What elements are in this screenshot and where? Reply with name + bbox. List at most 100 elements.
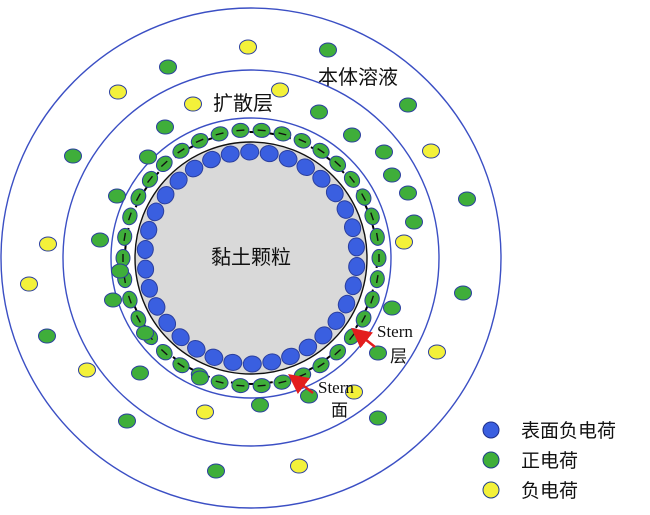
diffuse-layer-ring [62, 69, 440, 447]
stern-plane-dash [334, 160, 342, 168]
surface-negative-charge [140, 278, 158, 298]
stern-plane-arrow [288, 373, 314, 395]
negative-charge [20, 276, 38, 292]
negative-charge [290, 458, 308, 474]
positive-charge [369, 410, 387, 426]
stern-plane-dash [177, 362, 185, 368]
bulk-solution-ring [0, 7, 502, 509]
surface-negative-charge [156, 186, 175, 205]
stern-plane-dash [348, 175, 356, 183]
surface-negative-charge [348, 257, 366, 276]
negative-charge [184, 96, 202, 112]
surface-negative-charge [347, 237, 365, 257]
positive-charge [454, 285, 472, 301]
surface-negative-charge [136, 240, 154, 259]
clay-particle [134, 141, 368, 375]
positive-charge [108, 188, 126, 204]
legend-label-positive: 正电荷 [521, 450, 578, 472]
negative-charge [39, 236, 57, 252]
negative-charge [422, 143, 440, 159]
negative-charge [78, 362, 96, 378]
stern-plane-dash [177, 148, 185, 154]
surface-negative-charge [204, 348, 224, 366]
negative-charge [239, 39, 257, 55]
surface-negative-charge [146, 202, 165, 222]
surface-negative-charge [296, 158, 315, 176]
surface-negative-charge [344, 218, 362, 238]
diffuse-layer-label: 扩散层 [213, 91, 273, 115]
positive-charge [383, 300, 401, 316]
stern-plane-label-line1: Stern [318, 378, 354, 397]
stern-plane-dash [146, 175, 154, 183]
stern-plane-dash [257, 384, 266, 387]
negative-charge [271, 82, 289, 98]
stern-plane-dash [361, 315, 367, 323]
surface-negative-charge [298, 338, 318, 357]
positive-charge [343, 127, 361, 143]
stern-plane-dash [317, 362, 325, 368]
surface-negative-charge [184, 159, 204, 178]
positive-charge [375, 144, 393, 160]
surface-negative-charge [158, 313, 177, 333]
positive-charge [399, 97, 417, 113]
positive-charge [207, 463, 225, 479]
stern-plane-dash [195, 138, 204, 144]
positive-charge [131, 365, 149, 381]
surface-negative-charge [259, 145, 279, 163]
surface-negative-charge [337, 294, 356, 314]
surface-negative-charge [169, 171, 188, 190]
stern-plane-dash [375, 232, 379, 241]
blue-circle-icon [482, 421, 500, 439]
yellow-circle-icon [482, 481, 500, 499]
surface-negative-charge [137, 259, 155, 279]
stern-plane-dash [278, 132, 287, 136]
stern-plane-dash [135, 315, 141, 323]
legend: 表面负电荷 正电荷 负电荷 [482, 420, 616, 502]
positive-charge [136, 325, 154, 341]
positive-charge [310, 104, 328, 120]
surface-negative-charge [314, 326, 333, 345]
surface-negative-charge [327, 311, 346, 330]
positive-charge [319, 42, 337, 58]
stern-plane-dash [278, 380, 287, 384]
surface-negative-charge [242, 355, 262, 373]
positive-charge [383, 167, 401, 183]
stern-plane-dash [370, 212, 375, 221]
surface-negative-charge [312, 169, 331, 188]
positive-charge [458, 191, 476, 207]
surface-negative-charge [147, 297, 166, 316]
positive-charge [104, 292, 122, 308]
stern-plane-dash [317, 148, 325, 154]
positive-charge [118, 413, 136, 429]
stern-plane-dash [257, 129, 266, 132]
stern-plane-dash [361, 193, 367, 201]
surface-negative-charge [220, 145, 240, 163]
positive-charge [156, 119, 174, 135]
particle-label: 黏土颗粒 [211, 245, 291, 269]
stern-plane-dash [370, 295, 375, 304]
positive-charge [64, 148, 82, 164]
stern-plane-dash [298, 138, 307, 144]
stern-plane-dash [236, 384, 245, 387]
positive-charge [91, 232, 109, 248]
stern-plane-dash [160, 160, 168, 168]
surface-negative-charge [278, 150, 298, 168]
surface-negative-charge [187, 340, 206, 358]
stern-plane-dash [160, 348, 168, 356]
stern-plane-dash [334, 348, 342, 356]
positive-charge [38, 328, 56, 344]
surface-negative-charge [336, 200, 355, 219]
bulk-solution-label: 本体溶液 [318, 65, 398, 89]
positive-charge [251, 397, 269, 413]
legend-label-negative: 负电荷 [521, 480, 578, 502]
positive-charge [139, 149, 157, 165]
negative-charge [345, 384, 363, 400]
stern-plane-dash [215, 380, 224, 384]
stern-plane-dash [375, 275, 379, 284]
surface-negative-charge [223, 353, 243, 371]
stern-layer-arrow [351, 327, 376, 349]
stern-plane-dash [215, 132, 224, 136]
legend-label-surface-negative: 表面负电荷 [521, 420, 616, 442]
surface-negative-charge [171, 328, 190, 347]
